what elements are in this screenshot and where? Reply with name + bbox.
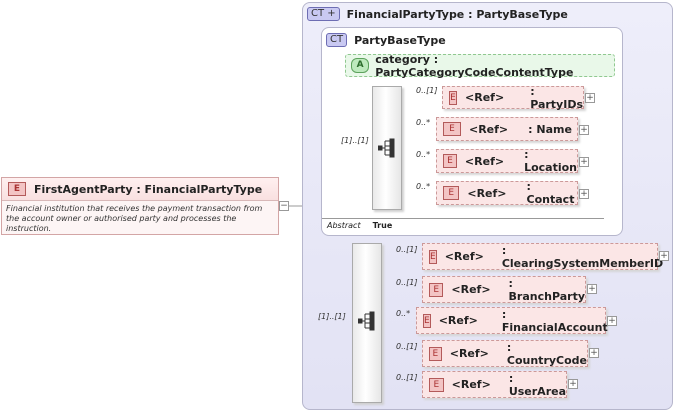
name-name: : Name xyxy=(528,122,572,136)
ref-label: <Ref> xyxy=(444,250,484,263)
contact-multiplicity: 0..* xyxy=(416,182,431,191)
element-icon: E xyxy=(429,249,437,264)
abstract-property: Abstract True xyxy=(327,221,392,230)
ref-label: <Ref> xyxy=(451,283,491,296)
country-code-element[interactable]: E <Ref> : CountryCode xyxy=(422,340,588,367)
attribute-icon: A xyxy=(351,58,370,73)
party-base-type-title: PartyBaseType xyxy=(354,33,446,47)
clearing-system-member-id-multiplicity: 0..[1] xyxy=(396,245,418,254)
expand-icon[interactable]: + xyxy=(607,316,617,326)
location-multiplicity: 0..* xyxy=(416,150,431,159)
ref-label: <Ref> xyxy=(464,154,505,168)
element-icon: E xyxy=(429,377,444,392)
party-ids-name: : PartyIDs xyxy=(530,84,584,111)
branch-party-name: : BranchParty xyxy=(508,276,586,303)
abstract-label: Abstract xyxy=(327,221,361,230)
financial-account-name: : FinancialAccount xyxy=(501,307,608,334)
location-element[interactable]: E <Ref> : Location xyxy=(436,148,578,174)
inner-sequence-compositor[interactable] xyxy=(372,86,402,210)
expand-icon[interactable]: + xyxy=(659,251,669,261)
ref-label: <Ref> xyxy=(451,378,491,391)
branch-party-element[interactable]: E <Ref> : BranchParty xyxy=(422,276,586,303)
financial-party-type-header: CT + FinancialPartyType : PartyBaseType xyxy=(307,7,568,21)
contact-name: : Contact xyxy=(526,180,575,206)
complex-type-icon-label: CT xyxy=(311,8,325,19)
expand-icon[interactable]: + xyxy=(579,157,589,167)
element-icon: E xyxy=(443,186,460,200)
ref-label: <Ref> xyxy=(467,186,507,200)
sequence-icon xyxy=(378,138,395,158)
sequence-icon xyxy=(358,311,375,331)
country-code-multiplicity: 0..[1] xyxy=(396,342,418,351)
user-area-name: : UserArea xyxy=(508,371,566,398)
inner-sequence-multiplicity: [1]..[1] xyxy=(341,136,369,145)
expand-icon[interactable]: + xyxy=(568,379,578,389)
ref-label: <Ref> xyxy=(449,347,489,360)
financial-account-multiplicity: 0..* xyxy=(396,309,411,318)
abstract-value: True xyxy=(372,221,393,230)
ref-label: <Ref> xyxy=(465,91,505,104)
contact-element[interactable]: E <Ref> : Contact xyxy=(436,180,578,206)
ref-label: <Ref> xyxy=(438,314,478,327)
element-icon: E xyxy=(423,313,431,328)
country-code-name: : CountryCode xyxy=(506,340,588,367)
category-attribute-label: category : PartyCategoryCodeContentType xyxy=(375,52,574,79)
first-agent-party-title: FirstAgentParty : FinancialPartyType xyxy=(34,182,263,196)
expand-icon[interactable]: + xyxy=(579,189,589,199)
financial-account-element[interactable]: E <Ref> : FinancialAccount xyxy=(416,307,608,334)
category-attribute[interactable]: A category : PartyCategoryCodeContentTyp… xyxy=(345,52,615,79)
financial-party-type-title: FinancialPartyType : PartyBaseType xyxy=(346,7,568,21)
complex-type-icon: CT xyxy=(326,33,348,47)
party-base-type-header: CT PartyBaseType xyxy=(326,33,446,47)
user-area-element[interactable]: E <Ref> : UserArea xyxy=(422,371,567,398)
location-name: : Location xyxy=(524,148,578,174)
first-agent-party-element[interactable]: E FirstAgentParty : FinancialPartyType F… xyxy=(1,177,279,235)
collapse-icon[interactable]: − xyxy=(279,201,289,211)
clearing-system-member-id-element[interactable]: E <Ref> : ClearingSystemMemberID xyxy=(422,243,663,270)
name-element[interactable]: E <Ref> : Name xyxy=(436,117,578,141)
element-icon: E xyxy=(443,154,457,168)
user-area-multiplicity: 0..[1] xyxy=(396,373,418,382)
expand-icon[interactable]: + xyxy=(579,125,589,135)
first-agent-party-header: E FirstAgentParty : FinancialPartyType xyxy=(2,178,278,201)
element-icon: E xyxy=(449,90,458,105)
collapse-icon[interactable]: + xyxy=(327,8,336,19)
element-icon: E xyxy=(429,346,442,361)
clearing-system-member-id-name: : ClearingSystemMemberID xyxy=(501,243,664,270)
complex-type-icon: CT + xyxy=(307,7,340,21)
element-icon: E xyxy=(443,122,461,136)
element-icon: E xyxy=(429,282,444,297)
branch-party-multiplicity: 0..[1] xyxy=(396,278,418,287)
expand-icon[interactable]: + xyxy=(587,284,597,294)
abstract-divider xyxy=(322,218,604,219)
outer-sequence-multiplicity: [1]..[1] xyxy=(318,312,346,321)
name-multiplicity: 0..* xyxy=(416,118,431,127)
element-icon: E xyxy=(8,182,26,196)
expand-icon[interactable]: + xyxy=(589,348,599,358)
party-ids-multiplicity: 0..[1] xyxy=(416,86,438,95)
expand-icon[interactable]: + xyxy=(585,93,595,103)
first-agent-party-documentation: Financial institution that receives the … xyxy=(6,204,263,233)
ref-label: <Ref> xyxy=(469,122,509,136)
party-ids-element[interactable]: E <Ref> : PartyIDs xyxy=(442,84,584,111)
